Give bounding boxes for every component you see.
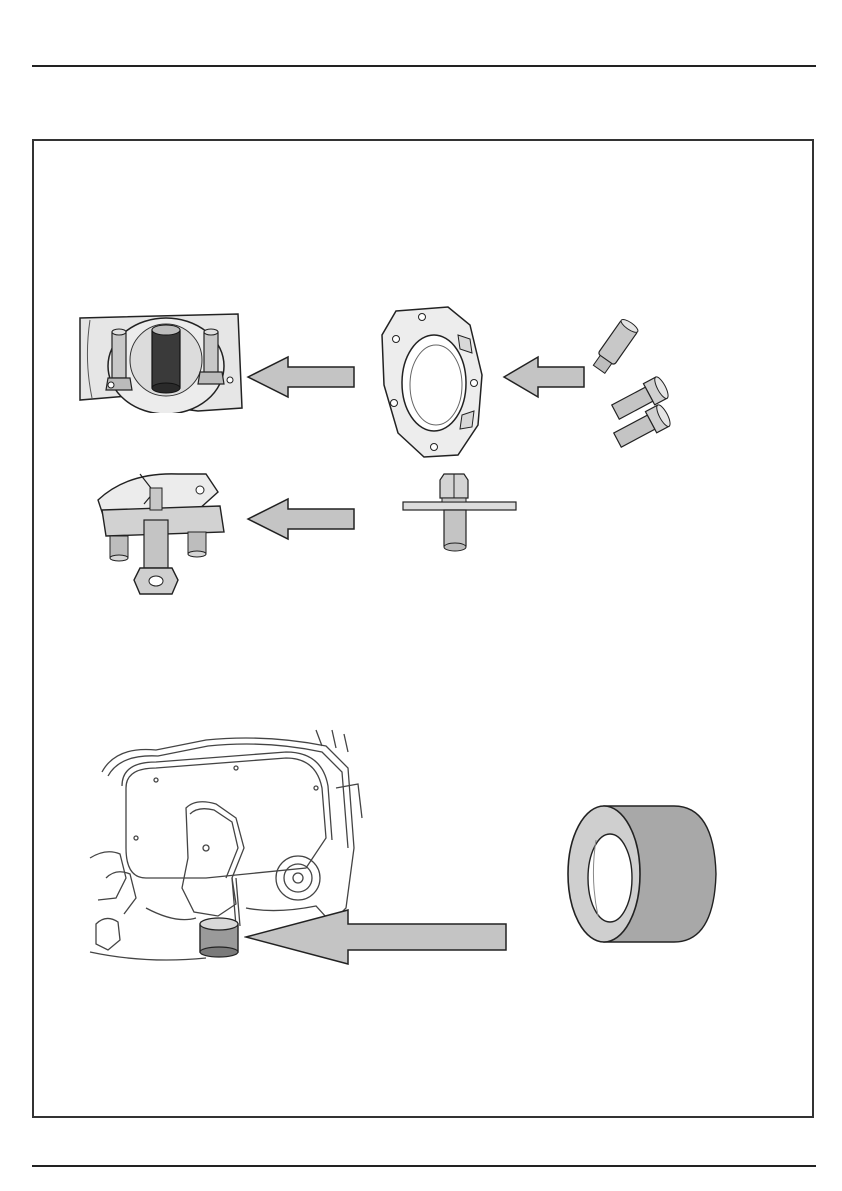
spindle-bar-illustration — [400, 472, 518, 554]
arrow-left-icon — [502, 355, 586, 399]
arrow-left-icon — [246, 355, 356, 399]
pins-and-bolts-illustration — [582, 318, 694, 454]
puller-assembly-illustration — [88, 470, 238, 600]
arrow-left-icon — [246, 497, 356, 541]
puller-on-hub-illustration — [78, 310, 243, 413]
spacer-ring-illustration — [566, 800, 718, 948]
adapter-ring-plate-illustration — [378, 305, 488, 460]
bottom-rule — [32, 1165, 816, 1167]
top-rule — [32, 65, 816, 67]
arrow-left-icon — [244, 908, 508, 966]
